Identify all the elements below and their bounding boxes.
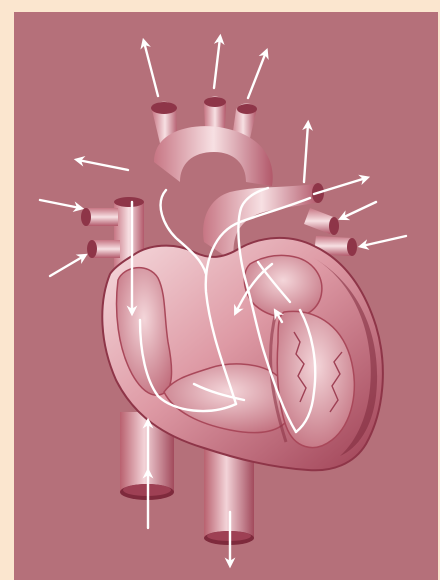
- heart-illustration: [14, 12, 438, 580]
- illustration-panel: [14, 12, 438, 580]
